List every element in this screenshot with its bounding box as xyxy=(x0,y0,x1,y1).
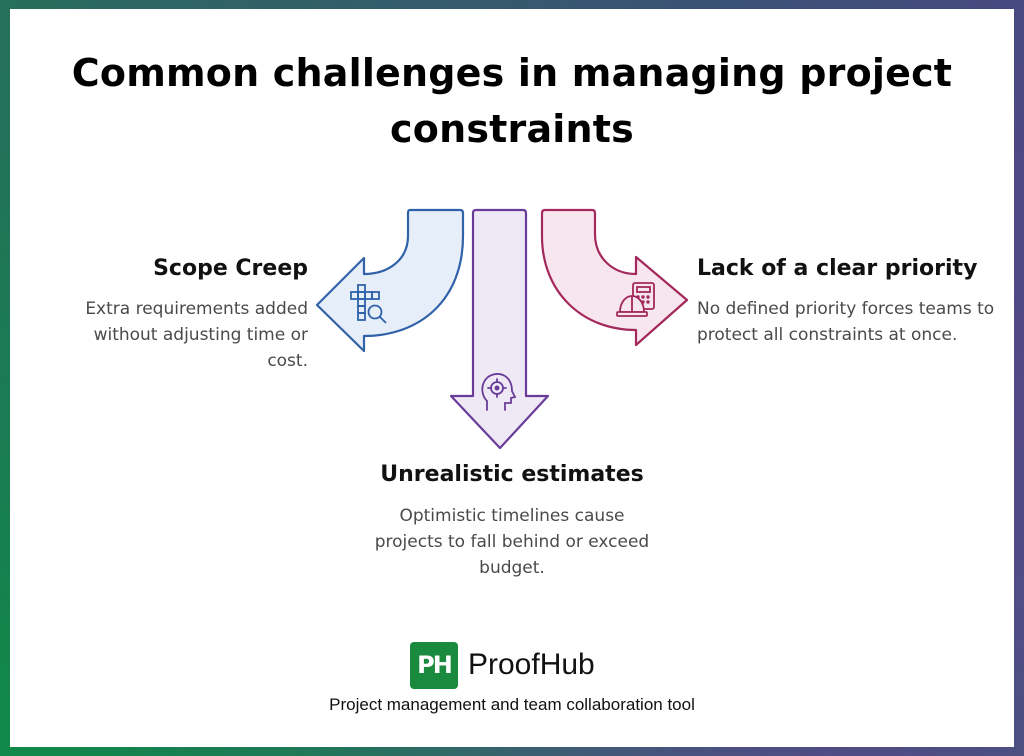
lack-of-priority-arrow xyxy=(540,208,689,347)
scope-creep-arrow xyxy=(315,208,465,353)
lack-of-priority-title: Lack of a clear priority xyxy=(697,256,978,281)
grid-magnifier-icon xyxy=(350,284,387,324)
title-line-1: Common challenges in managing project xyxy=(71,51,953,95)
scope-creep-title: Scope Creep xyxy=(153,256,308,281)
unrealistic-estimates-description: Optimistic timelines cause projects to f… xyxy=(374,506,650,578)
brand-tagline: Project management and team collaboratio… xyxy=(329,695,695,714)
hardhat-calculator-icon xyxy=(616,282,655,317)
scope-creep-description: Extra requirements added without adjusti… xyxy=(85,299,308,371)
arrows-diagram xyxy=(315,208,689,450)
title-line-2: constraints xyxy=(390,107,634,151)
brand-name: ProofHub xyxy=(468,648,595,681)
infographic-canvas: Common challenges in managing project co… xyxy=(10,9,1014,747)
head-target-icon xyxy=(481,373,517,411)
proofhub-brand: PH ProofHub xyxy=(410,641,595,689)
lack-of-priority-description: No defined priority forces teams to prot… xyxy=(697,299,995,345)
unrealistic-estimates-arrow xyxy=(449,208,550,450)
proofhub-logo-icon: PH xyxy=(410,641,458,689)
page-title: Common challenges in managing project co… xyxy=(10,45,1014,157)
unrealistic-estimates-title: Unrealistic estimates xyxy=(380,462,644,487)
